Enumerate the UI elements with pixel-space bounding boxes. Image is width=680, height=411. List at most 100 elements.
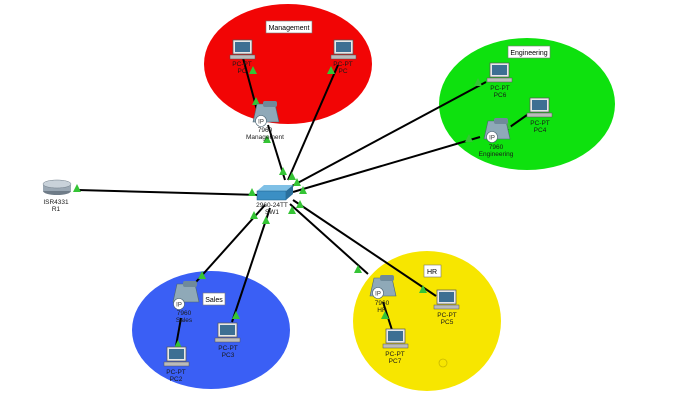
phone-sales-name: Sales xyxy=(176,317,193,324)
link-indicator xyxy=(381,311,389,319)
phone-sales[interactable]: IP 7960 Sales xyxy=(172,281,200,324)
ip-badge-icon xyxy=(372,287,384,299)
pc-sales-pc2[interactable]: PC-PT PC2 xyxy=(163,346,190,383)
link-sw1-mgmt-pc-b[interactable] xyxy=(287,64,339,181)
pc-engineering-pc6[interactable]: PC-PT PC6 xyxy=(486,62,513,99)
zone-engineering-label-box xyxy=(507,45,551,59)
pc-hr-pc7-model: PC-PT xyxy=(385,351,405,358)
phone-engineering[interactable]: IP 7960 Engineering xyxy=(479,118,514,158)
pc-keyboard-icon xyxy=(486,77,513,83)
pc-engineering-pc4[interactable]: PC-PT PC4 xyxy=(526,97,553,134)
switch-icon-side xyxy=(286,185,293,200)
phone-engineering-name: Engineering xyxy=(479,151,514,158)
pc-engineering-pc4-model: PC-PT xyxy=(530,120,550,127)
zone-management-area xyxy=(204,4,372,124)
switch-icon xyxy=(256,190,287,201)
pc-screen-icon xyxy=(439,292,454,302)
pc-sales-pc3[interactable]: PC-PT PC3 xyxy=(214,322,241,359)
phone-hr-name: HR xyxy=(377,307,387,314)
zone-sales-label-box xyxy=(202,292,226,306)
pc-keyboard-icon xyxy=(229,54,256,60)
zone-sales-area xyxy=(132,271,290,389)
pc-management-b[interactable]: PC-PT PC xyxy=(330,39,357,75)
link-sw1-eng-pc6[interactable] xyxy=(291,81,487,187)
link-indicator xyxy=(198,271,206,279)
phone-handset-icon xyxy=(494,118,508,124)
link-sw1-eng-phone[interactable] xyxy=(292,136,481,193)
pc-engineering-pc6-name: PC6 xyxy=(494,92,507,99)
pc-sales-pc2-name: PC2 xyxy=(170,376,183,383)
link-sw1-hr-pc5[interactable] xyxy=(292,199,437,297)
pc-management-b-name: PC xyxy=(338,68,347,75)
link-indicator xyxy=(174,340,182,348)
pc-keyboard-icon xyxy=(163,361,190,367)
zone-management-label: Management xyxy=(269,25,310,32)
phone-handset-icon xyxy=(380,275,394,281)
switch-sw1-model: 2960-24TT xyxy=(256,202,288,209)
link-indicator xyxy=(73,184,81,192)
pc-screen-icon xyxy=(532,100,547,110)
phone-management[interactable]: IP 7960 Management xyxy=(246,101,284,141)
link-indicator xyxy=(327,66,335,74)
pc-sales-pc3-model: PC-PT xyxy=(218,345,238,352)
phone-hr[interactable]: IP 7960 HR xyxy=(369,275,397,314)
link-indicator xyxy=(299,186,307,194)
link-indicator xyxy=(252,97,260,105)
router-icon xyxy=(42,179,72,189)
link-indicator xyxy=(419,285,427,293)
link-sw1-hr-phone[interactable] xyxy=(289,203,369,275)
router-r1-name: R1 xyxy=(52,206,61,213)
link-indicator xyxy=(474,78,482,86)
link-indicators xyxy=(73,66,512,348)
pc-screen-icon xyxy=(492,65,507,75)
zone-hr-label: HR xyxy=(427,269,437,276)
link-sw1-sales-pc3[interactable] xyxy=(231,207,271,323)
ip-badge-text: IP xyxy=(258,120,264,126)
pc-engineering-pc6-model: PC-PT xyxy=(490,85,510,92)
link-r1-sw1[interactable] xyxy=(77,189,259,196)
pc-screen-icon xyxy=(388,331,403,341)
pc-hr-pc7[interactable]: PC-PT PC7 xyxy=(382,328,409,365)
phone-management-name: Management xyxy=(246,134,284,141)
pc-screen-icon xyxy=(235,42,250,52)
link-indicator xyxy=(279,167,287,175)
pc-management-a[interactable]: PC-PT PC xyxy=(229,39,256,75)
hr-zone-resize-handle[interactable] xyxy=(438,358,448,368)
router-r1[interactable]: ISR4331 R1 xyxy=(42,179,72,213)
pc-management-a-model: PC-PT xyxy=(232,61,252,68)
zone-engineering-label: Engineering xyxy=(510,50,547,57)
pc-screen-icon xyxy=(220,325,235,335)
zone-sales: Sales xyxy=(132,271,290,389)
ip-badge-icon xyxy=(173,298,185,310)
pc-keyboard-icon xyxy=(433,304,460,310)
pc-hr-pc5-model: PC-PT xyxy=(437,312,457,319)
zone-hr-label-box xyxy=(423,264,442,278)
zone-management: Management xyxy=(204,4,372,124)
link-sales-phone-pc2[interactable] xyxy=(175,317,182,347)
ip-badge-text: IP xyxy=(489,136,495,142)
zone-engineering: Engineering xyxy=(439,38,615,170)
ip-badge-icon xyxy=(486,131,498,143)
ip-badge-text: IP xyxy=(375,292,381,298)
phone-hr-model: 7960 xyxy=(375,300,390,307)
pc-keyboard-icon xyxy=(214,337,241,343)
link-indicator xyxy=(232,311,240,319)
pc-keyboard-icon xyxy=(382,343,409,349)
zone-hr: HR xyxy=(353,251,501,391)
link-indicator xyxy=(248,188,256,196)
phone-handset-icon xyxy=(263,101,277,107)
link-indicator xyxy=(465,134,473,142)
ip-badge-text: IP xyxy=(176,303,182,309)
router-r1-model: ISR4331 xyxy=(43,199,69,206)
phone-management-model: 7960 xyxy=(258,127,273,134)
pc-sales-pc3-name: PC3 xyxy=(222,352,235,359)
link-indicator xyxy=(288,172,296,180)
switch-sw1[interactable]: 2960-24TT SW1 xyxy=(256,185,293,216)
pc-keyboard-icon xyxy=(526,112,553,118)
pc-hr-pc5[interactable]: PC-PT PC5 xyxy=(433,289,460,326)
link-indicator xyxy=(293,178,301,186)
zone-engineering-area xyxy=(439,38,615,170)
link-indicator xyxy=(354,265,362,273)
